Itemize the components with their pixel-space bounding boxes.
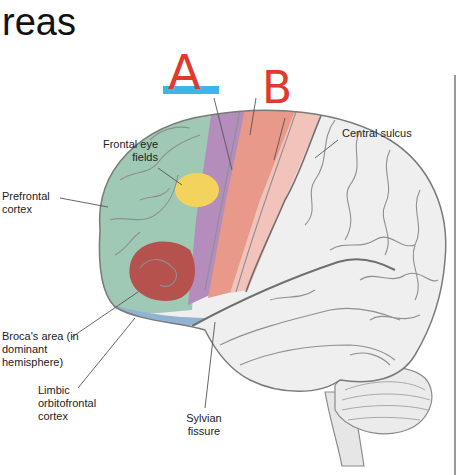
temporal-lobe — [190, 262, 460, 420]
central-sulcus — [246, 104, 326, 292]
handwritten-letter: A — [168, 44, 201, 100]
region-label: Central sulcus — [342, 127, 412, 140]
region-label: Limbic orbitofrontal cortex — [38, 384, 110, 423]
handwritten-letter: B — [262, 62, 292, 114]
page-rule — [454, 75, 455, 475]
broca-region — [129, 242, 195, 301]
cerebellum-folia — [342, 382, 430, 420]
sylvian-fissure — [192, 259, 395, 326]
region-label: Sylvian fissure — [180, 412, 228, 438]
leader-lines — [60, 98, 338, 408]
region-label: Frontal eye fields — [95, 138, 158, 164]
heading: reas — [2, 0, 76, 44]
frontal-eye-field-region — [175, 173, 219, 207]
region-label: Prefrontal cortex — [2, 190, 64, 216]
region-label: Broca's area (in dominant hemisphere) — [2, 330, 82, 369]
